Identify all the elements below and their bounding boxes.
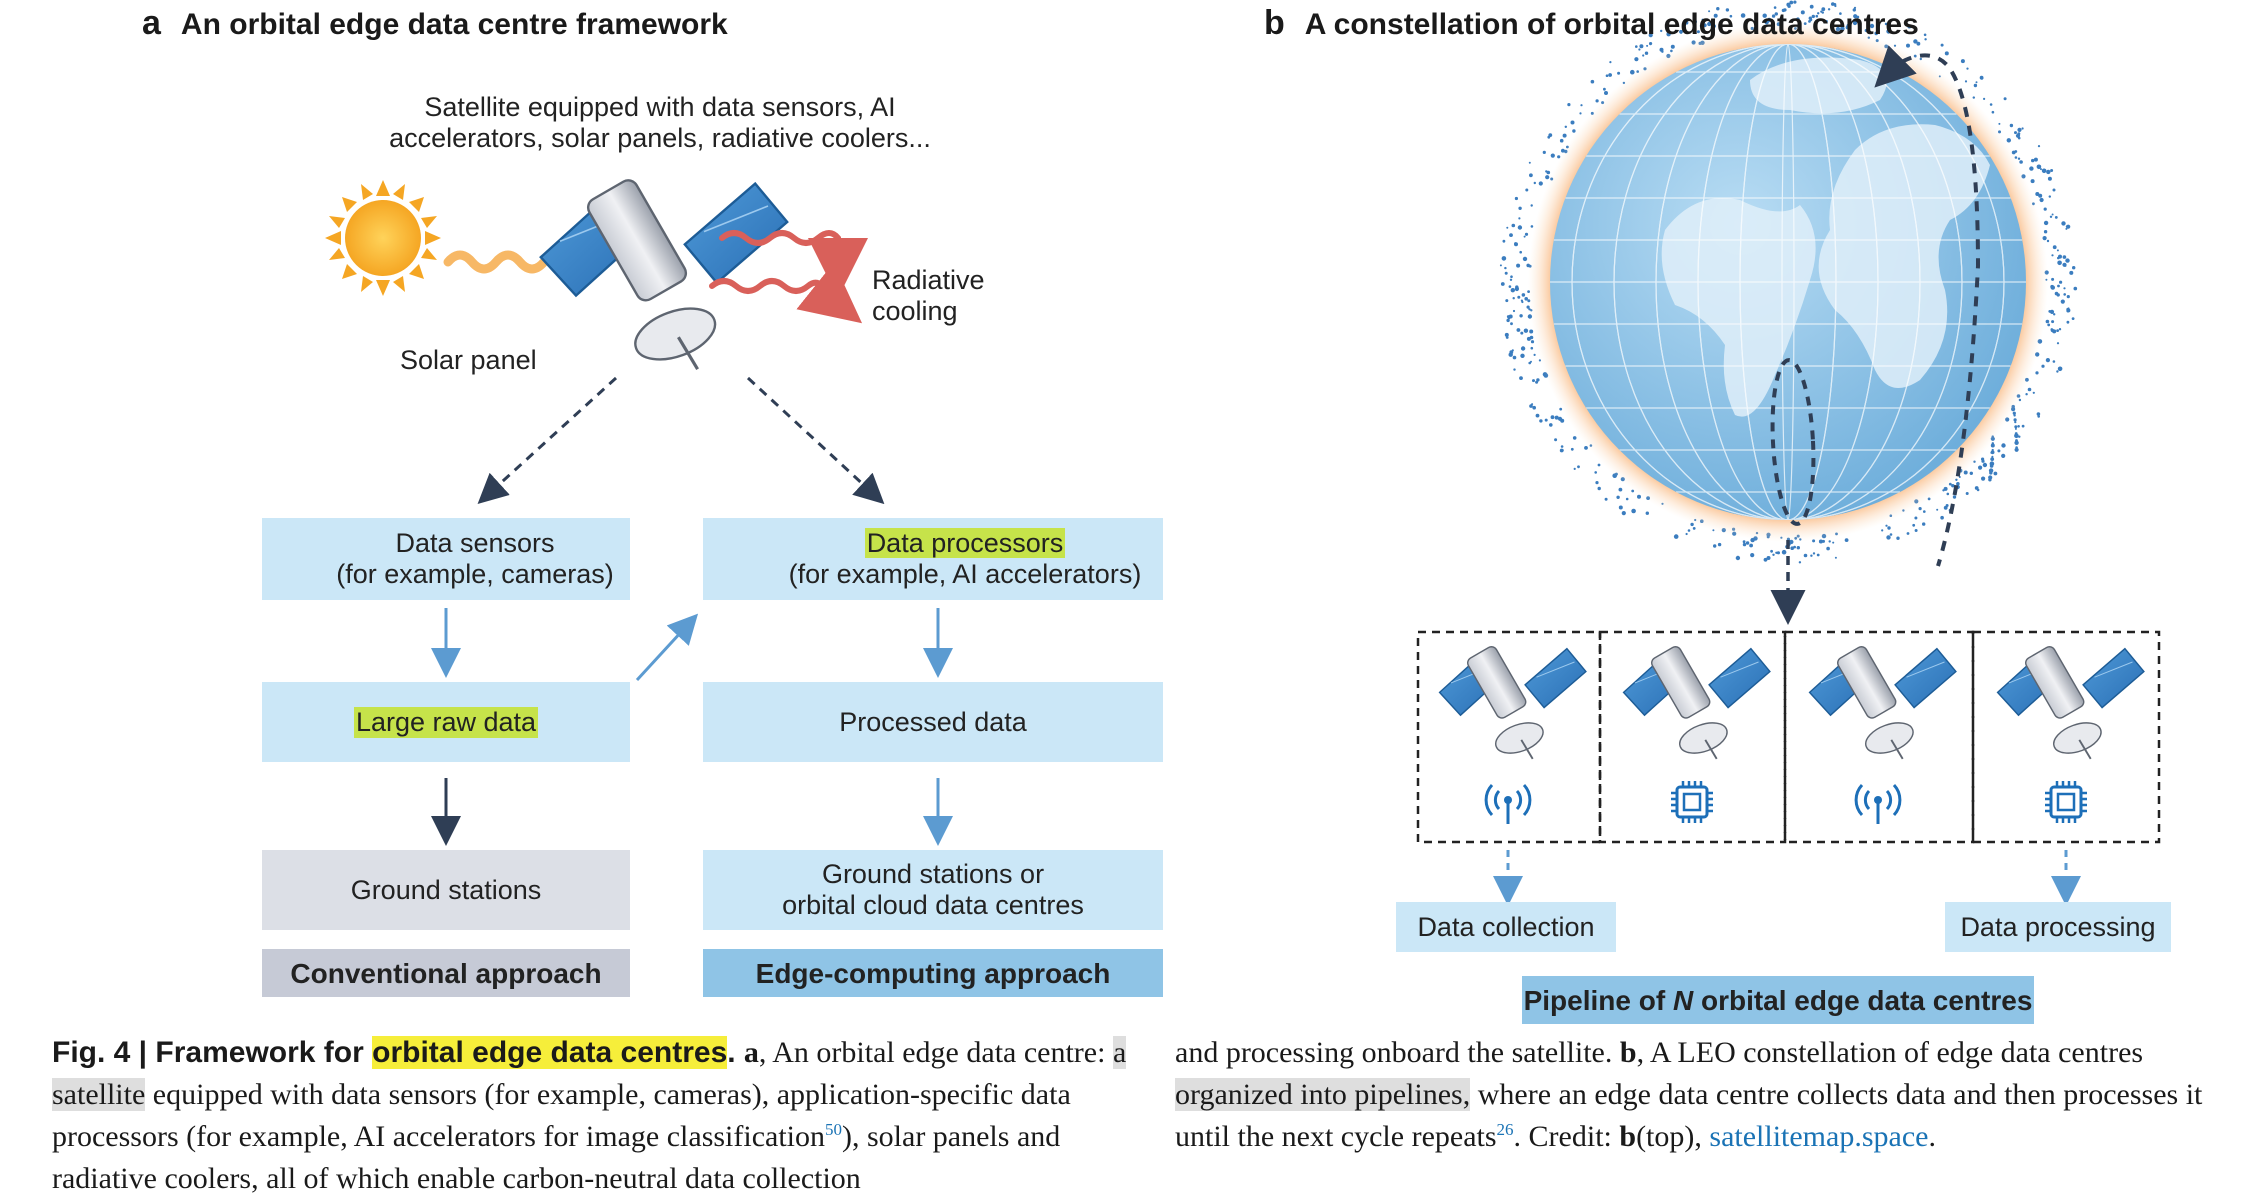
data-processing-label: Data processing [1960,911,2156,942]
caption-r2: , A LEO constellation of edge data centr… [1636,1036,2144,1069]
caption-fig-label: Fig. 4 | Framework for [52,1036,373,1069]
caption-p2: equipped with data sensors (for example,… [52,1078,1071,1153]
satellite-illustration [539,175,789,371]
panel-b-letter: b [1264,4,1285,42]
processed-data-label: Processed data [839,706,1027,737]
data-sensors-example: (for example, cameras) [336,559,614,589]
chip-icon [2043,779,2089,825]
caption-credit-link[interactable]: satellitemap.space [1709,1120,1929,1153]
pipeline-n: N [1672,984,1694,1016]
radiative-label-line2: cooling [872,296,958,326]
caption-r1: and processing onboard the satellite. [1175,1036,1620,1069]
panel-a-letter: a [142,4,161,42]
caption-a-letter: a [743,1036,759,1069]
caption-r2-highlight: organized into pipelines, [1175,1078,1471,1111]
caption-p3: ), solar panels and radiative coolers, a… [52,1120,1061,1195]
caption-r4: . Credit: [1513,1120,1620,1153]
panel-a-header: a An orbital edge data centre framework [142,4,728,43]
conventional-approach-band: Conventional approach [262,949,630,997]
large-raw-data-box: Large raw data [262,682,630,762]
constellation-dots [1499,0,2078,564]
radiative-wave-1 [719,230,868,298]
pipeline-band: Pipeline of N orbital edge data centres [1522,976,2034,1024]
large-raw-data-label: Large raw data [353,706,539,738]
panel-a-title: An orbital edge data centre framework [180,8,728,41]
data-processing-box: Data processing [1945,902,2171,952]
conventional-approach-label: Conventional approach [290,957,602,989]
caption-credit-b: b [1619,1120,1637,1153]
caption-credit-end: . [1928,1120,1936,1153]
earth-globe [1550,44,2026,520]
caption-fig-highlight: orbital edge data centres [372,1036,728,1069]
data-sensors-box: Data sensors (for example, cameras) [262,518,630,600]
caption-p1: , An orbital edge data centre: [758,1036,1113,1069]
ground-stations-label: Ground stations [350,874,542,905]
satellite-caption-line2: accelerators, solar panels, radiative co… [389,123,931,153]
caption-ref-50[interactable]: 50 [825,1120,842,1139]
antenna-icon [1484,783,1532,826]
radiative-label-line1: Radiative [872,265,985,295]
radiative-wave-2 [709,262,863,324]
data-processors-title: Data processors [864,528,1066,558]
satellite-caption-line1: Satellite equipped with data sensors, AI [424,92,896,122]
chip-icon [1669,779,1715,825]
data-collection-label: Data collection [1417,911,1595,942]
caption-left-column: Fig. 4 | Framework for orbital edge data… [52,1032,1147,1200]
caption-right-column: and processing onboard the satellite. b,… [1175,1032,2235,1158]
antenna-icon [1854,783,1902,826]
pipeline-satellite-4 [1996,643,2145,760]
caption-r3: where an edge data centre collects data … [1175,1078,2203,1153]
edge-computing-approach-label: Edge-computing approach [755,957,1111,989]
sunlight-wave [443,250,571,274]
solar-panel-label: Solar panel [400,345,537,375]
ground-or-cloud-line1: Ground stations or [821,859,1045,889]
pipeline-frames [1416,630,2161,844]
pipeline-satellite-1 [1438,643,1587,760]
processed-data-box: Processed data [703,682,1163,762]
earth-continents [1661,57,1990,417]
data-collection-box: Data collection [1396,902,1616,952]
sun-icon [325,180,441,296]
caption-b-letter: b [1619,1036,1637,1069]
data-processors-example: (for example, AI accelerators) [788,559,1142,589]
panel-b-title: A constellation of orbital edge data cen… [1304,8,1919,41]
caption-ref-26[interactable]: 26 [1496,1120,1514,1139]
globe-graticule [1550,44,2026,520]
panel-b-header: b A constellation of orbital edge data ce… [1264,4,1919,43]
ground-or-cloud-box: Ground stations or orbital cloud data ce… [703,850,1163,930]
pipeline-suffix: orbital edge data centres [1693,984,2033,1016]
pipeline-prefix: Pipeline of [1523,984,1673,1016]
ground-or-cloud-line2: orbital cloud data centres [782,890,1084,920]
edge-computing-approach-band: Edge-computing approach [703,949,1163,997]
caption-fig-end: . [727,1036,744,1069]
pipeline-satellite-2 [1622,643,1771,760]
data-processors-box: Data processors (for example, AI acceler… [703,518,1163,600]
pipeline-satellite-3 [1808,643,1957,760]
data-sensors-title: Data sensors [395,528,555,558]
caption-credit-top: (top), [1636,1120,1710,1153]
ground-stations-box: Ground stations [262,850,630,930]
